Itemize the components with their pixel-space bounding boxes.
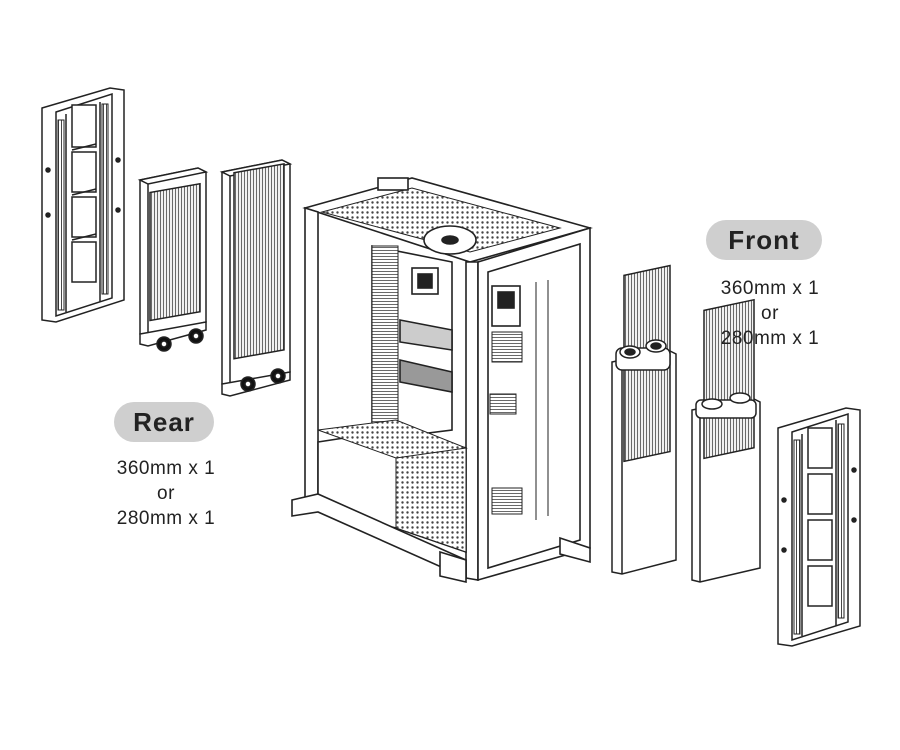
front-label-pill: Front — [706, 220, 822, 260]
front-spec-line-2: or — [761, 303, 779, 324]
rear-label-title: Rear — [133, 407, 195, 437]
front-radiator-360 — [611, 264, 677, 575]
rear-radiator-360 — [137, 167, 209, 352]
rear-radiator-280 — [219, 159, 293, 397]
front-spec-line-3: 280mm x 1 — [720, 328, 820, 349]
rear-spec: 360mm x 1 or 280mm x 1 — [96, 456, 236, 531]
pc-case — [291, 177, 593, 584]
rear-spec-line-2: or — [157, 483, 175, 504]
rear-spec-line-3: 280mm x 1 — [116, 508, 216, 529]
front-spec-line-1: 360mm x 1 — [720, 278, 820, 299]
rear-mounting-bracket — [41, 87, 125, 323]
front-radiator-280 — [691, 298, 761, 583]
rear-spec-line-1: 360mm x 1 — [116, 458, 216, 479]
rear-label-pill: Rear — [114, 402, 214, 442]
front-mounting-bracket — [777, 407, 861, 647]
front-spec: 360mm x 1 or 280mm x 1 — [700, 276, 840, 351]
front-label-title: Front — [728, 225, 800, 255]
